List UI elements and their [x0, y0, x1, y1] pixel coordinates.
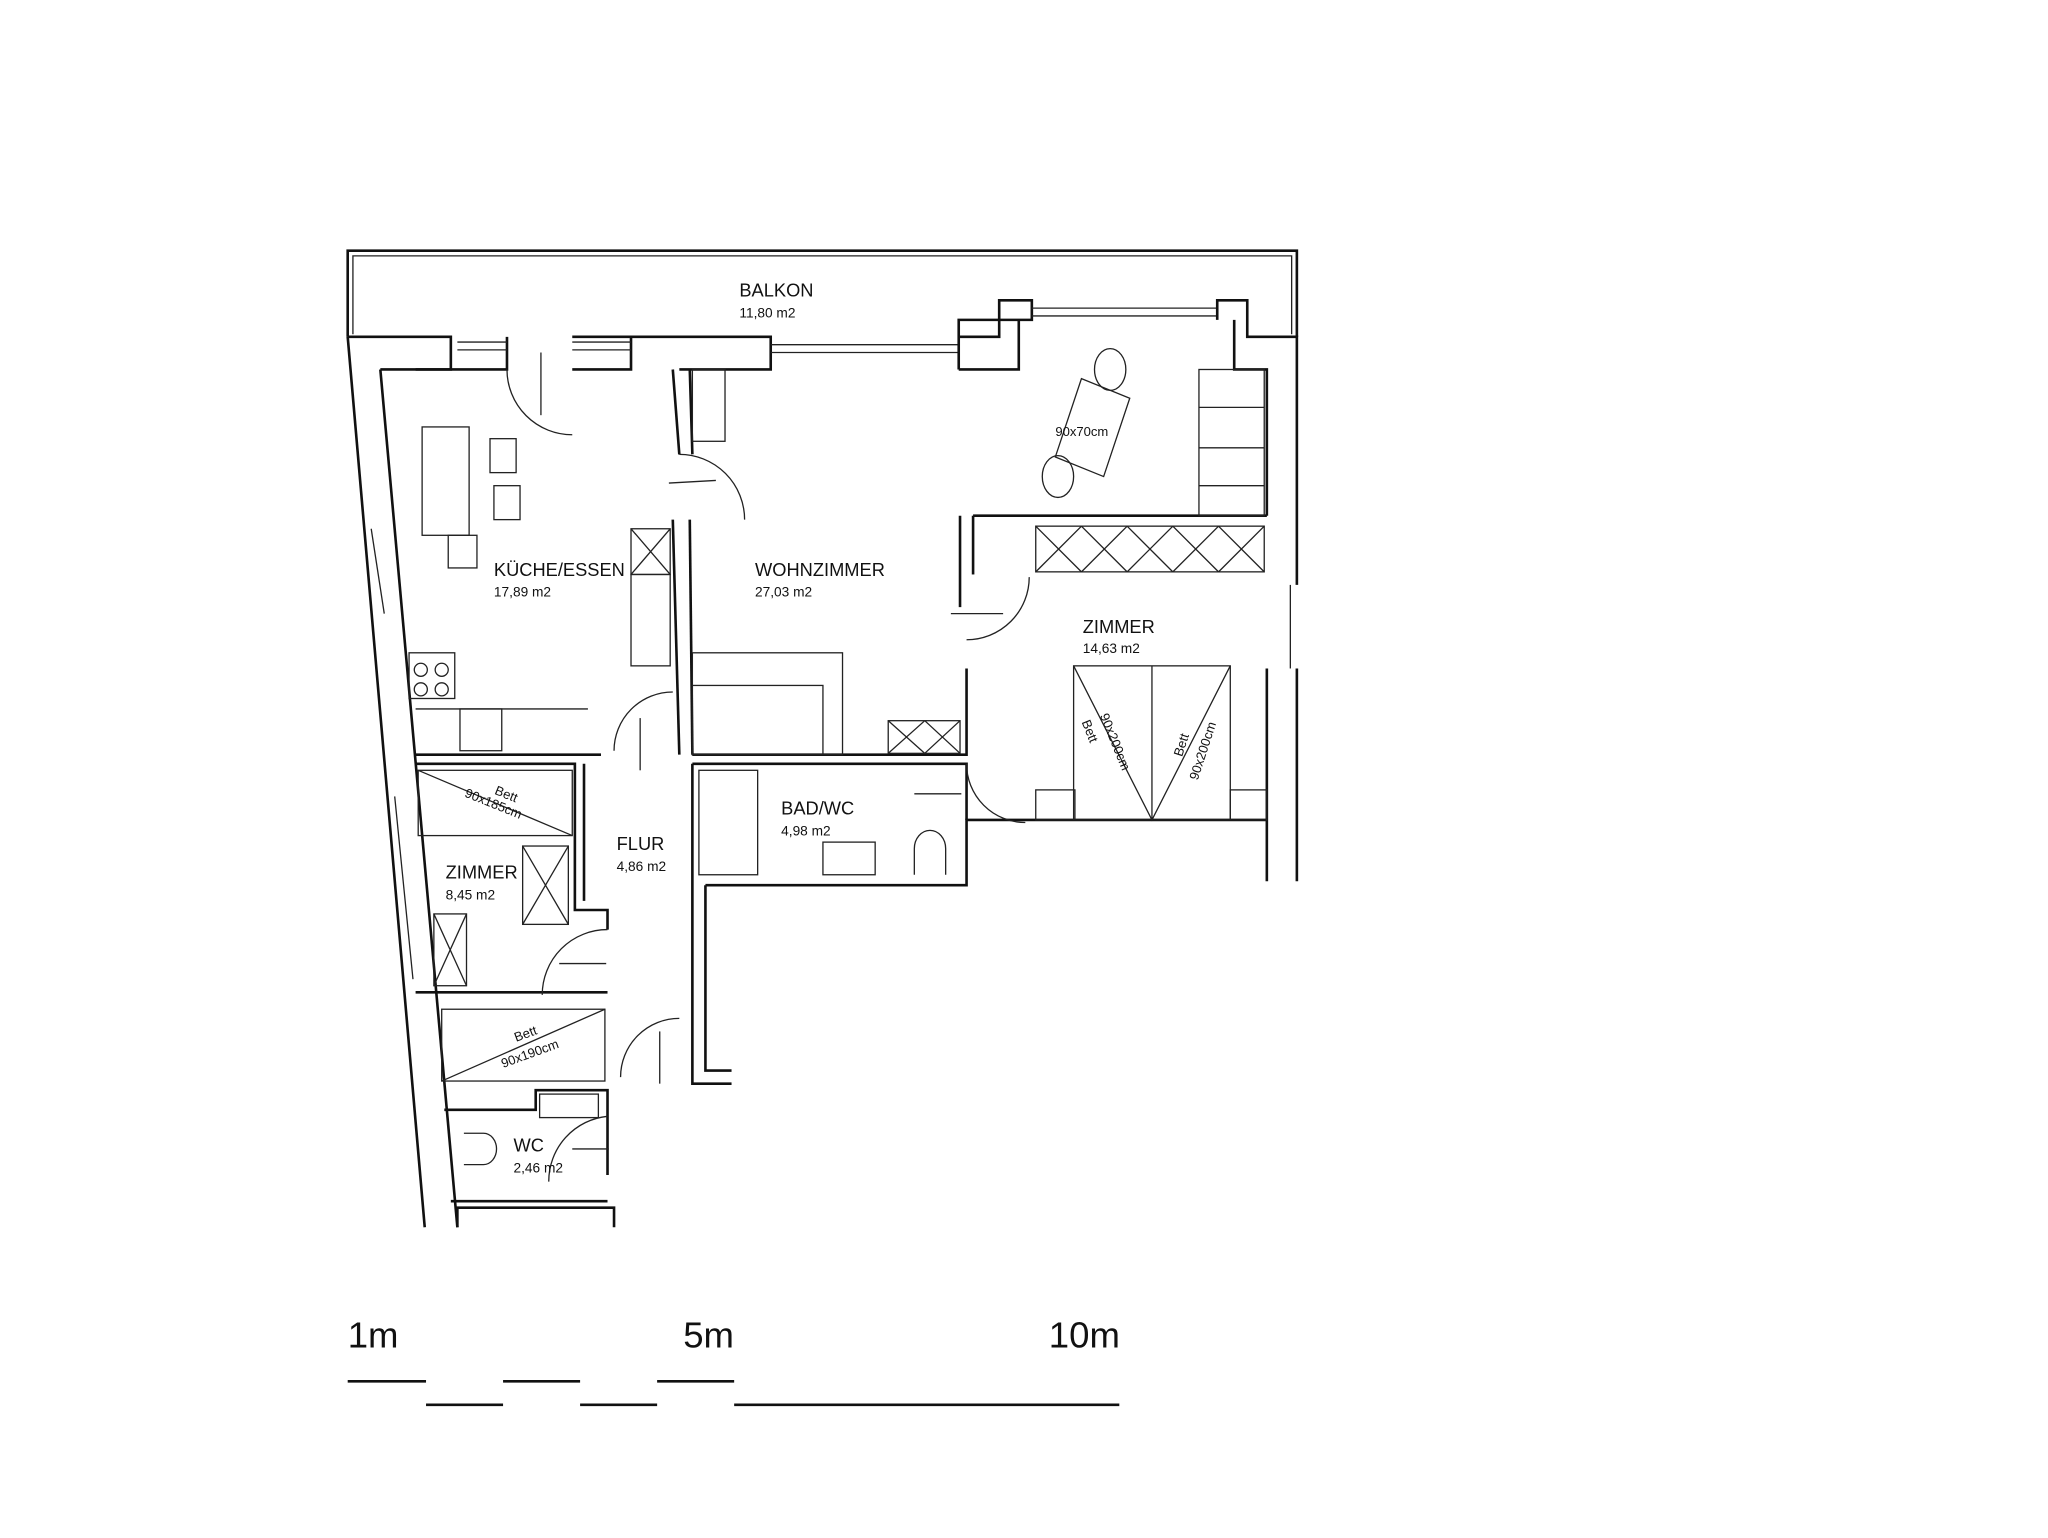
furniture: 90x70cm Bett 90x200cm Bett 90x200cm Bett… — [408, 347, 1268, 1166]
bed-size: 90x200cm — [1186, 720, 1219, 782]
scale-bar: 1m 5m 10m — [348, 1314, 1120, 1407]
room-area-zimmer-gross: 14,63 m2 — [1083, 641, 1140, 656]
scale-label-1m: 1m — [348, 1314, 399, 1355]
room-name-zimmer-gross: ZIMMER — [1083, 616, 1155, 637]
bed-label: Bett — [1079, 718, 1102, 745]
wardrobe — [1035, 525, 1265, 573]
room-area-flur: 4,86 m2 — [617, 859, 666, 874]
room-area-bad: 4,98 m2 — [781, 824, 830, 839]
bed-label: Bett — [512, 1023, 539, 1045]
room-name-zimmer-klein: ZIMMER — [446, 862, 518, 883]
table-size-label: 90x70cm — [1055, 424, 1108, 439]
room-name-bad: BAD/WC — [781, 798, 854, 819]
room-name-kueche: KÜCHE/ESSEN — [494, 559, 625, 580]
scale-label-10m: 10m — [1049, 1314, 1120, 1355]
scale-label-5m: 5m — [683, 1314, 734, 1355]
room-name-flur: FLUR — [617, 833, 665, 854]
room-area-zimmer-klein: 8,45 m2 — [446, 888, 495, 903]
room-labels: BALKON 11,80 m2 KÜCHE/ESSEN 17,89 m2 WOH… — [446, 279, 1155, 1175]
room-area-wc: 2,46 m2 — [514, 1160, 563, 1175]
room-name-wohnzimmer: WOHNZIMMER — [755, 559, 885, 580]
door-swings — [506, 352, 1030, 1182]
room-area-wohnzimmer: 27,03 m2 — [755, 585, 812, 600]
room-name-balkon: BALKON — [739, 279, 813, 300]
bed-size: 90x200cm — [1097, 711, 1134, 773]
room-area-kueche: 17,89 m2 — [494, 585, 551, 600]
room-area-balkon: 11,80 m2 — [739, 305, 795, 320]
room-name-wc: WC — [514, 1135, 544, 1156]
bed-size: 90x190cm — [499, 1036, 561, 1071]
bed-label: Bett — [1171, 731, 1193, 758]
balcony-outline — [346, 249, 1299, 337]
dining-table: 90x70cm — [1041, 347, 1131, 499]
